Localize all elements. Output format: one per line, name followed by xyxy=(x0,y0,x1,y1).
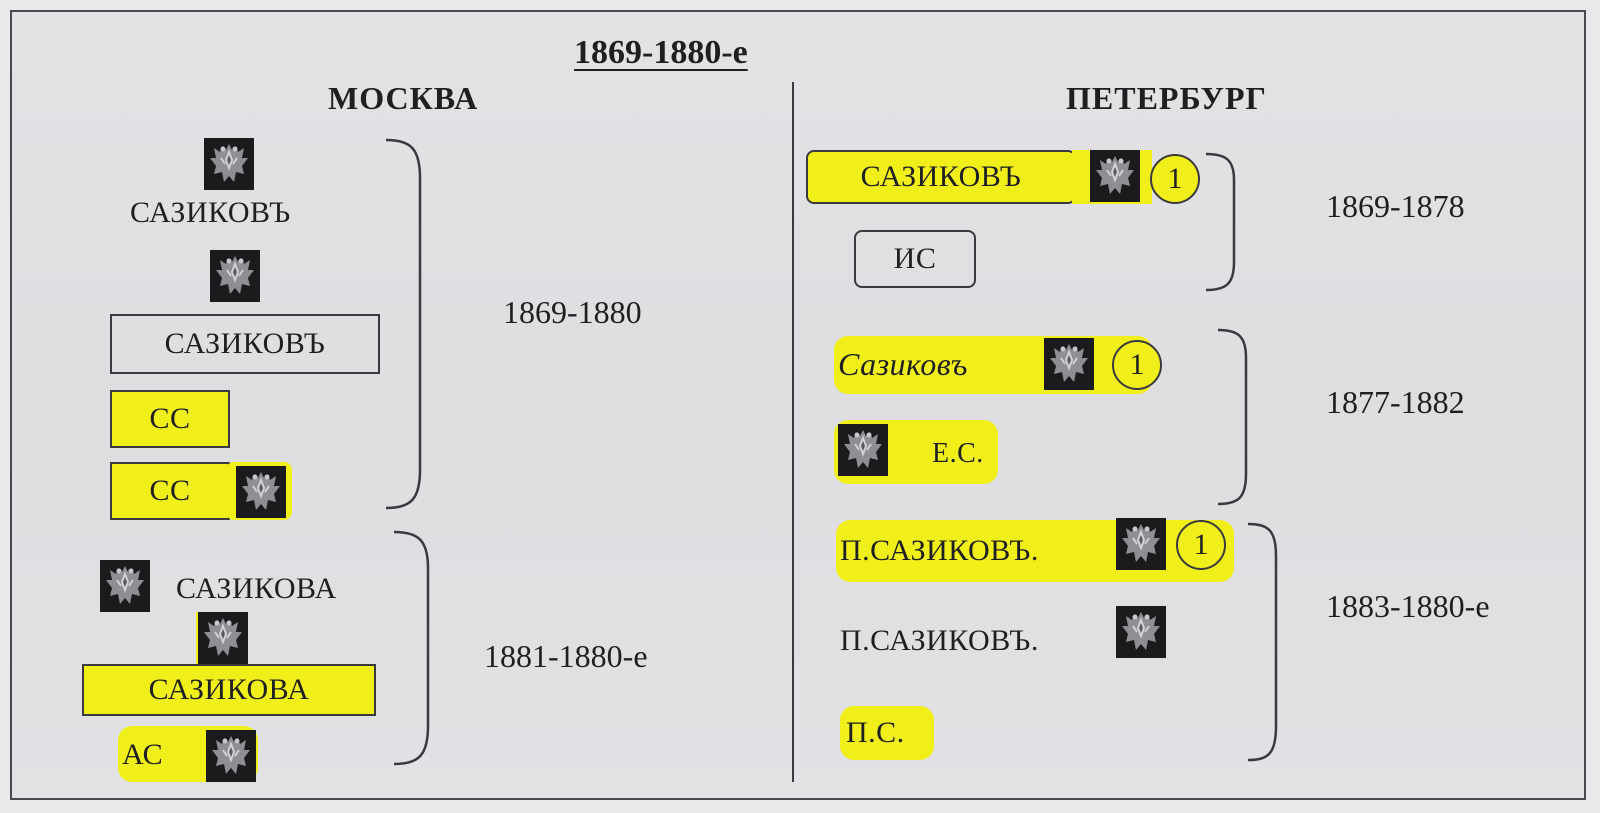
mark-as: АС xyxy=(122,738,164,771)
period-label: 1869-1878 xyxy=(1326,188,1465,224)
eagle-hallmark-icon xyxy=(210,250,260,302)
circle-number-badge: 1 xyxy=(1176,520,1226,570)
eagle-hallmark-icon xyxy=(100,560,150,612)
circle-number-badge: 1 xyxy=(1112,340,1162,390)
eagle-hallmark-icon xyxy=(206,730,256,782)
petersburg-heading: ПЕТЕРБУРГ xyxy=(1066,80,1267,116)
brace-petersburg-1883-1880s xyxy=(1247,522,1278,762)
period-label: 1877-1882 xyxy=(1326,384,1465,420)
moscow-heading: МОСКВА xyxy=(328,80,479,116)
mark-p-sazikov-with-badge: П.САЗИКОВЪ. xyxy=(840,534,1039,567)
brace-petersburg-1877-1882 xyxy=(1217,328,1248,506)
mark-es: Е.С. xyxy=(932,438,984,469)
brace-moscow-1869-1880 xyxy=(385,138,422,510)
eagle-hallmark-icon xyxy=(198,612,248,664)
mark-p-sazikov-plain: П.САЗИКОВЪ. xyxy=(840,624,1039,657)
highlight xyxy=(834,336,1152,394)
mark-ss-boxed-with-eagle: СС xyxy=(110,462,230,520)
mark-sazikov-moscow: САЗИКОВЪ xyxy=(130,196,291,229)
highlight xyxy=(840,706,934,760)
mark-sazikov-boxed-moscow: САЗИКОВЪ xyxy=(110,314,380,374)
eagle-hallmark-icon xyxy=(1116,606,1166,658)
mark-is-boxed: ИС xyxy=(854,230,976,288)
brace-moscow-1881-1880s xyxy=(393,530,430,766)
eagle-hallmark-icon xyxy=(1116,518,1166,570)
brace-petersburg-1869-1878 xyxy=(1205,152,1236,292)
eagle-hallmark-icon xyxy=(838,424,888,476)
eagle-hallmark-icon xyxy=(1090,150,1140,202)
mark-ps: П.С. xyxy=(846,716,905,749)
eagle-hallmark-icon xyxy=(1044,338,1094,390)
mark-sazikov-italic: Сазиковъ xyxy=(838,346,968,382)
eagle-hallmark-icon xyxy=(236,466,286,518)
highlight xyxy=(836,520,1234,582)
circle-number-badge: 1 xyxy=(1150,154,1200,204)
period-label: 1881-1880-е xyxy=(484,638,648,674)
period-label: 1883-1880-е xyxy=(1326,588,1490,624)
mark-sazikova-plain: САЗИКОВА xyxy=(176,572,337,605)
page-title: 1869-1880-е xyxy=(574,34,748,71)
eagle-hallmark-icon xyxy=(204,138,254,190)
mark-sazikova-boxed: САЗИКОВА xyxy=(82,664,376,716)
period-label: 1869-1880 xyxy=(503,294,642,330)
mark-ss-boxed: СС xyxy=(110,390,230,448)
mark-sazikov-boxed-petersburg: САЗИКОВЪ xyxy=(806,150,1076,204)
city-divider xyxy=(792,82,794,782)
